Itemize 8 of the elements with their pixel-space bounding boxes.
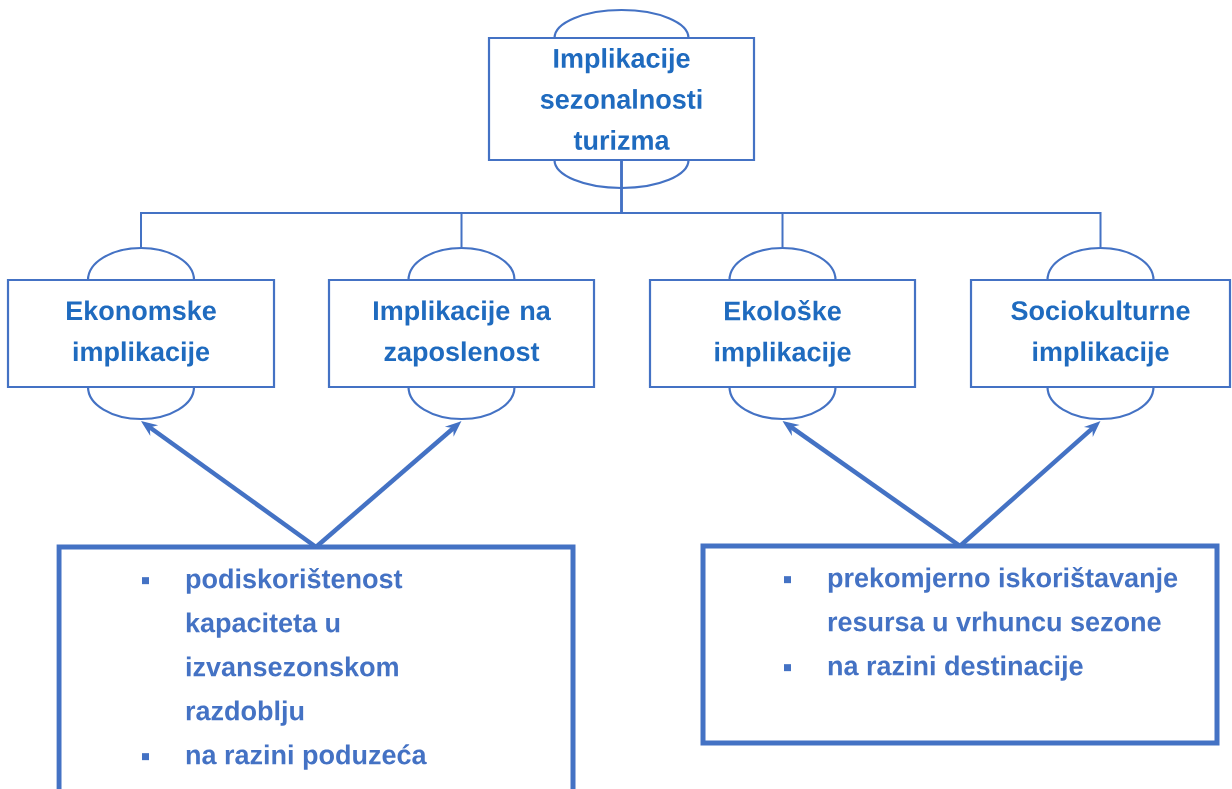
connector-line xyxy=(620,160,1102,248)
category-box: Sociokulturne implikacije xyxy=(969,246,1232,421)
category-box: Ekološke implikacije xyxy=(648,246,917,421)
bullet-list-box: podiskorištenost kapaciteta u izvansezonskom razdoblju na razini poduzeća xyxy=(56,544,576,789)
bullet-list-box: prekomjerno iskorištavanje resursa u vrhuncu sezone na razini destinacije xyxy=(700,543,1220,746)
category-box: Ekonomske implikacije xyxy=(6,246,276,421)
category-box: Implikacije na zaposlenost xyxy=(327,246,596,421)
title-box: Implikacije sezonalnosti turizma xyxy=(487,8,756,190)
